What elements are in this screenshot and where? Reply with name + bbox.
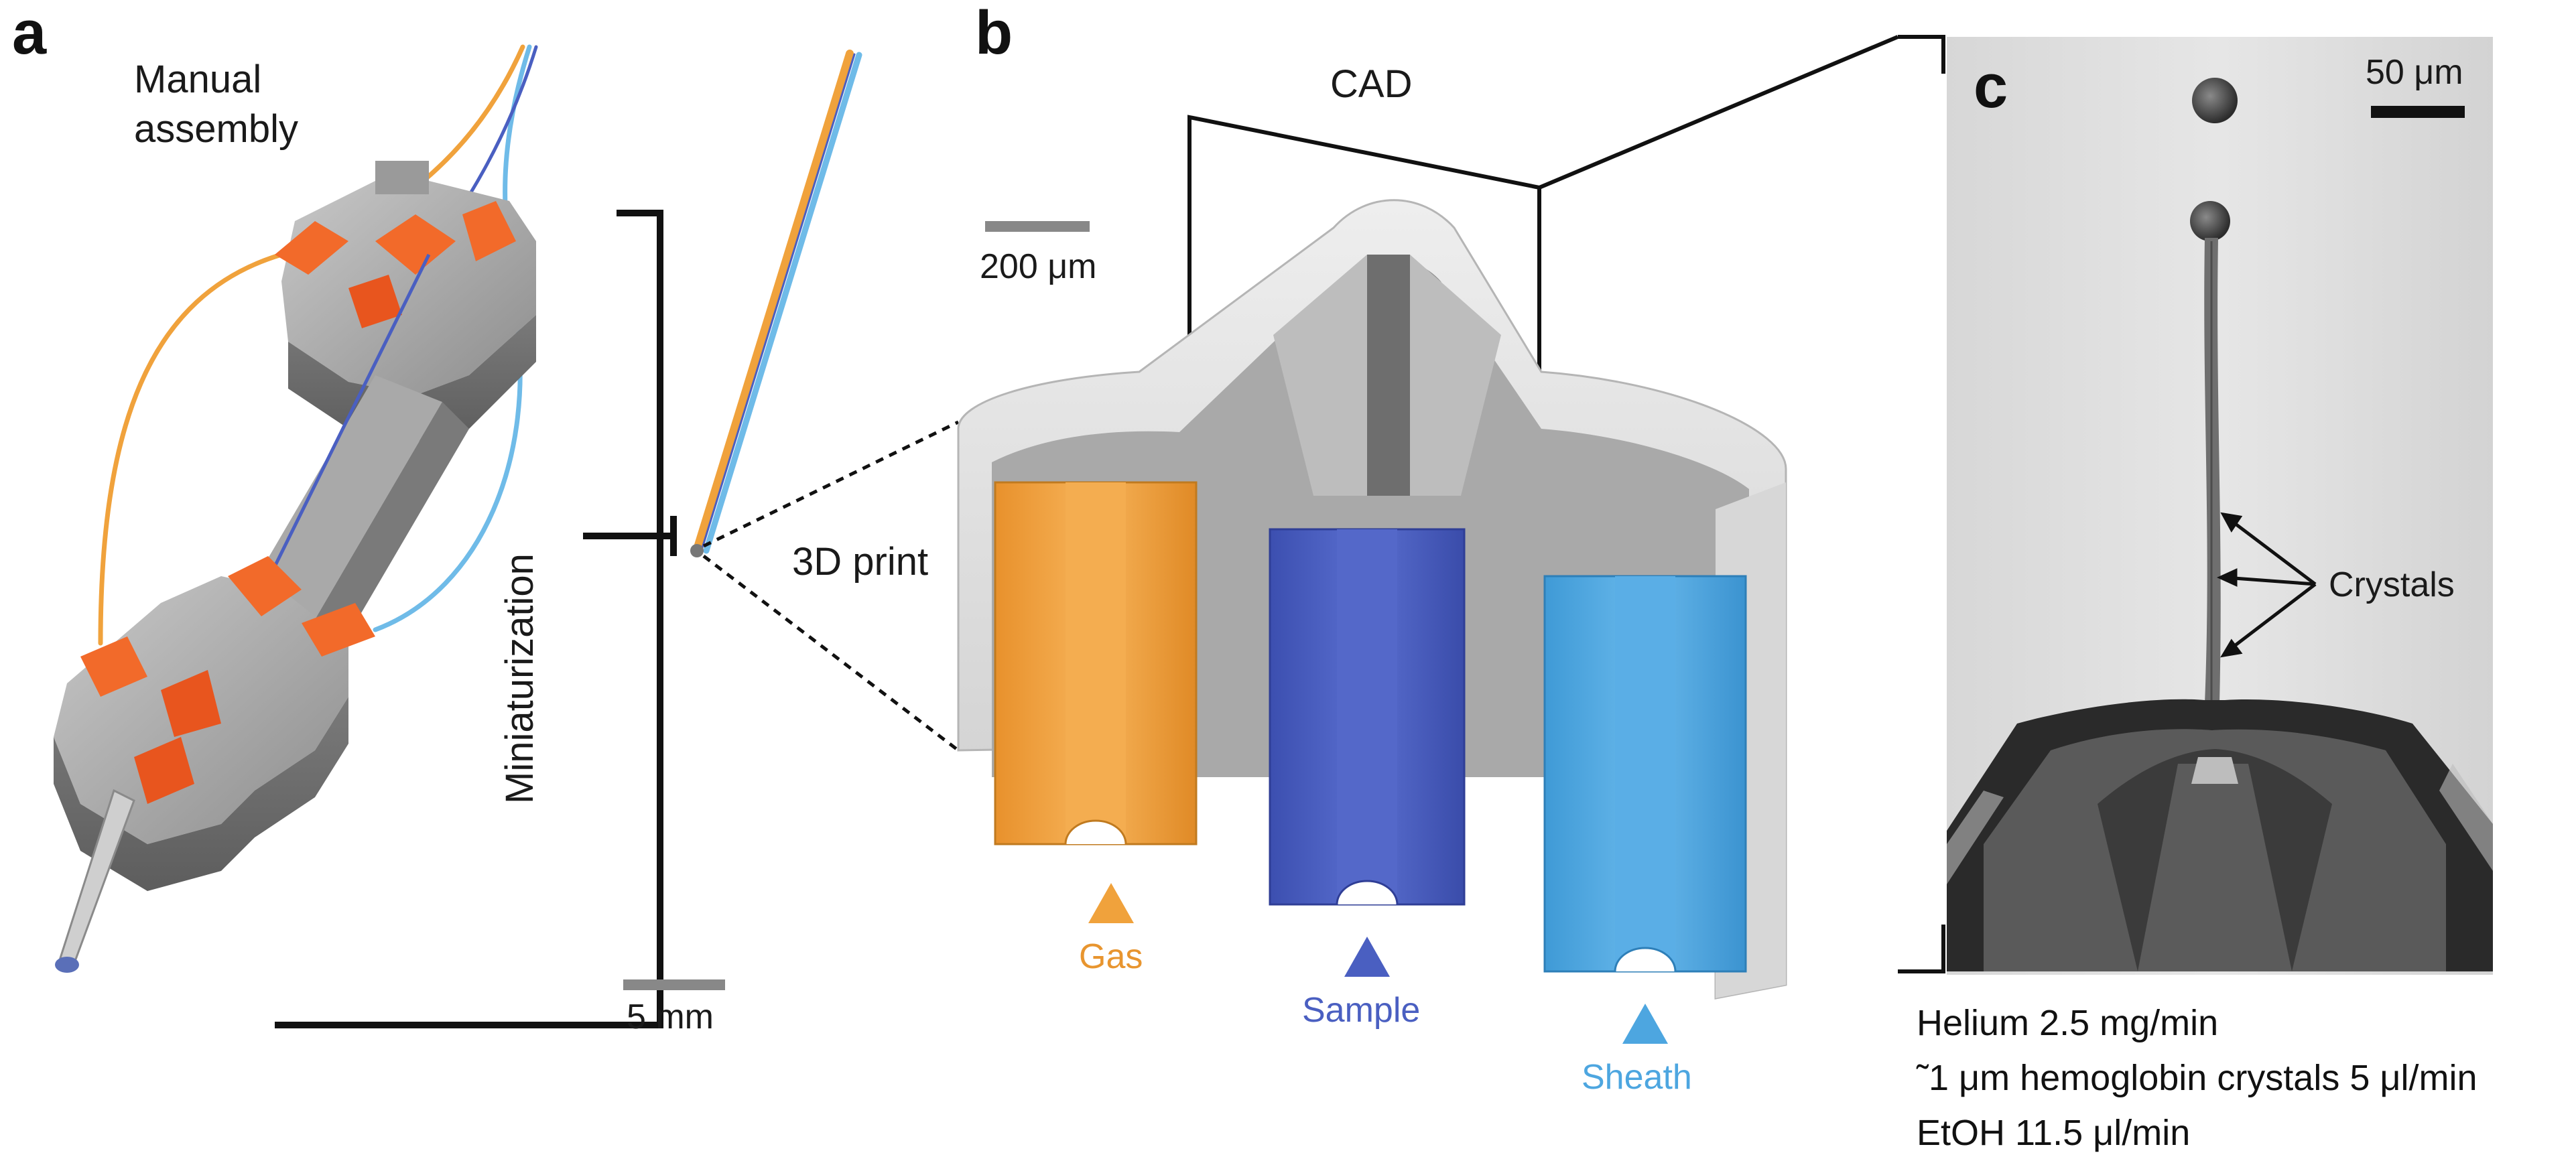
nozzle-cross-section [957,199,1787,1000]
clamp-lower-front [134,737,194,804]
panel-b: b CAD 200 μm 3D print [702,0,1945,1097]
crystal-arrows [2216,512,2317,658]
panel-a-letter: a [12,0,47,67]
gas-channel [994,481,1198,845]
sample-channel [1269,528,1466,906]
scale-bar-200um-label: 200 μm [980,247,1096,286]
miniaturization-bracket [275,210,677,1028]
gas-triangle-marker [1088,883,1134,923]
zoom-lines-to-c [1538,35,1945,973]
droplet-top [2192,78,2238,123]
scale-bar-50um [2371,106,2465,118]
cad-bracket [1187,115,1541,375]
miniaturization-label: Miniaturization [498,553,541,804]
sheath-channel [1543,575,1747,973]
micrograph [1947,37,2493,975]
manual-assembly-title-line1: Manual [134,58,261,101]
scale-bar-200um [985,221,1090,232]
clamp-lower-top [228,556,302,616]
gas-tube [98,44,525,646]
clamp-lower-left [80,636,147,697]
condition-crystals: ˜1 μm hemoglobin crystals 5 μl/min [1916,1058,2477,1098]
scale-bar-5mm [623,979,725,990]
panel-a: a Manual assembly [12,0,862,1036]
3d-print-label: 3D print [792,540,928,584]
panel-c: c 50 μm Crystals Helium 2.5 mg/min ˜1 μm… [1916,37,2493,1153]
condition-etoh: EtOH 11.5 μl/min [1917,1113,2190,1153]
dotted-zoom-lines [702,420,960,752]
cad-label: CAD [1330,62,1412,106]
droplet-2 [2190,201,2230,241]
panel-b-letter: b [975,0,1013,67]
clamp-upper-mid [375,214,456,275]
clamp-lower-mid [161,670,221,737]
manual-assembly-title-line2: assembly [134,107,298,151]
condition-helium: Helium 2.5 mg/min [1917,1003,2218,1043]
clamp-upper-front [348,275,402,328]
clamp-upper-left [275,221,348,275]
scale-bar-50um-label: 50 μm [2366,53,2463,92]
gas-label: Gas [1079,937,1143,976]
sheath-label: Sheath [1582,1058,1692,1097]
scale-bar-5mm-label: 5 mm [627,998,714,1036]
sheath-triangle-marker [1622,1004,1668,1044]
clamp-upper-right [462,201,516,261]
miniature-capillary [690,50,862,557]
nozzle-tip [55,789,135,973]
panel-c-letter: c [1974,52,2008,121]
lower-mount [54,556,375,891]
upper-mount [275,161,536,442]
sample-label: Sample [1302,991,1420,1030]
sample-triangle-marker [1344,937,1390,977]
crystals-label: Crystals [2329,565,2455,604]
clamp-lower-right [302,603,375,657]
